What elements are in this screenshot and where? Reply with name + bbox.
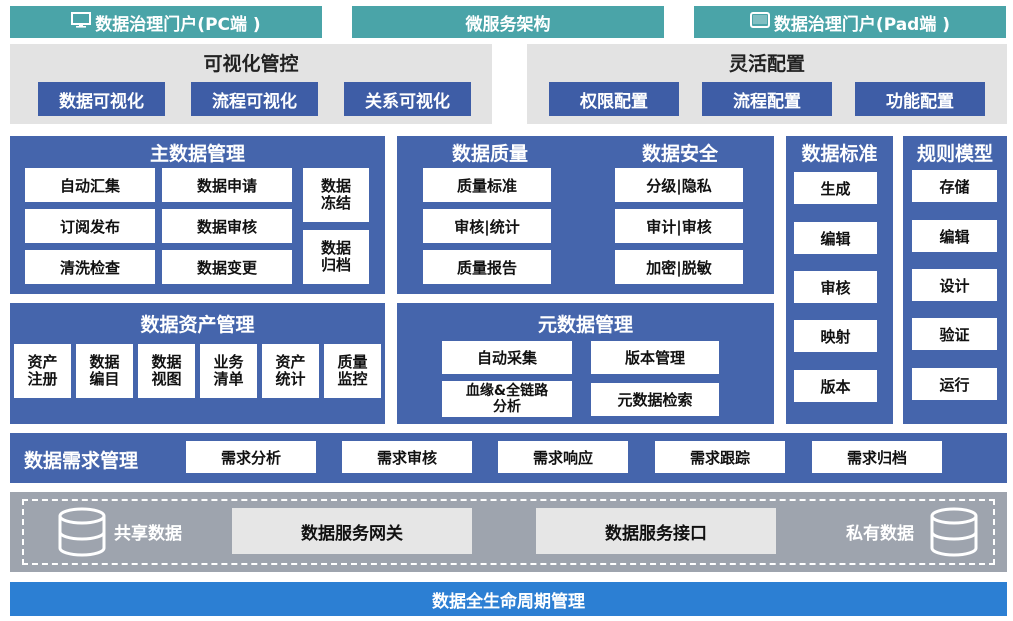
rule-model-panel: 规则模型 存储 编辑 设计 验证 运行 (903, 136, 1007, 424)
std-edit-box: 编辑 (794, 222, 877, 254)
demand-response-box: 需求响应 (498, 441, 628, 473)
pc-portal-label: 数据治理门户(PC端 ) (95, 14, 261, 35)
business-list-box: 业务 清单 (200, 344, 257, 398)
data-review-box: 数据审核 (162, 209, 292, 243)
data-freeze-box: 数据 冻结 (303, 168, 369, 222)
grading-privacy-box: 分级|隐私 (615, 168, 743, 202)
quality-security-panel: 数据质量 数据安全 质量标准 审核|统计 质量报告 分级|隐私 审计|审核 加密… (397, 136, 774, 294)
demand-mgmt-title: 数据需求管理 (24, 450, 139, 472)
std-review-box: 审核 (794, 271, 877, 303)
data-security-title: 数据安全 (641, 142, 718, 165)
visual-control-panel: 可视化管控 数据可视化 流程可视化 关系可视化 (10, 44, 492, 124)
rule-edit-box: 编辑 (912, 220, 997, 252)
data-quality-title: 数据质量 (451, 142, 528, 165)
shared-data-label: 共享数据 (114, 524, 182, 544)
master-data-title: 主数据管理 (149, 142, 245, 165)
service-layer-panel: 共享数据 数据服务网关 数据服务接口 私有数据 (10, 492, 1007, 572)
metadata-mgmt-title: 元数据管理 (537, 313, 633, 336)
demand-review-box: 需求审核 (342, 441, 472, 473)
asset-mgmt-title: 数据资产管理 (140, 313, 255, 336)
rule-run-box: 运行 (912, 368, 997, 400)
data-view-box: 数据 视图 (138, 344, 195, 398)
version-mgmt-box: 版本管理 (591, 341, 719, 374)
data-archive-box: 数据 归档 (303, 230, 369, 284)
std-version-box: 版本 (794, 370, 877, 402)
lineage-analysis-box: 血缘&全链路 分析 (442, 381, 572, 417)
rule-verify-box: 验证 (912, 318, 997, 350)
pad-portal-label: 数据治理门户(Pad端 ) (773, 14, 951, 35)
process-visualization-box: 流程可视化 (191, 82, 318, 116)
std-mapping-box: 映射 (794, 320, 877, 352)
microservice-header: 微服务架构 (352, 6, 664, 38)
rule-model-title: 规则模型 (916, 142, 993, 165)
data-service-gateway-box: 数据服务网关 (232, 508, 472, 554)
data-apply-box: 数据申请 (162, 168, 292, 202)
shared-database-icon (56, 506, 108, 562)
cleanse-check-box: 清洗检查 (25, 250, 155, 284)
metadata-search-box: 元数据检索 (591, 383, 719, 416)
metadata-mgmt-panel: 元数据管理 自动采集 版本管理 血缘&全链路 分析 元数据检索 (397, 303, 774, 424)
encrypt-mask-box: 加密|脱敏 (615, 250, 743, 284)
quality-report-box: 质量报告 (423, 250, 551, 284)
asset-stats-box: 资产 统计 (262, 344, 319, 398)
private-data-label: 私有数据 (846, 524, 914, 544)
relation-visualization-box: 关系可视化 (344, 82, 471, 116)
data-catalog-box: 数据 编目 (76, 344, 133, 398)
auto-harvest-box: 自动采集 (442, 341, 572, 374)
asset-register-box: 资产 注册 (14, 344, 71, 398)
auto-collect-box: 自动汇集 (25, 168, 155, 202)
private-database-icon (928, 506, 980, 562)
demand-tracking-box: 需求跟踪 (655, 441, 785, 473)
data-service-interface-box: 数据服务接口 (536, 508, 776, 554)
pc-portal-header: 数据治理门户(PC端 ) (10, 6, 322, 38)
asset-mgmt-panel: 数据资产管理 资产 注册 数据 编目 数据 视图 业务 清单 资产 统计 质量 … (10, 303, 385, 424)
std-generate-box: 生成 (794, 172, 877, 204)
quality-standard-box: 质量标准 (423, 168, 551, 202)
data-standard-title: 数据标准 (801, 142, 878, 165)
rule-store-box: 存储 (912, 170, 997, 202)
tablet-icon (749, 11, 770, 33)
demand-archive-box: 需求归档 (812, 441, 942, 473)
rule-design-box: 设计 (912, 269, 997, 301)
permission-config-box: 权限配置 (549, 82, 679, 116)
data-standard-panel: 数据标准 生成 编辑 审核 映射 版本 (786, 136, 893, 424)
monitor-icon (71, 11, 92, 33)
visual-control-title: 可视化管控 (203, 52, 299, 75)
function-config-box: 功能配置 (855, 82, 985, 116)
process-config-box: 流程配置 (702, 82, 832, 116)
flex-config-title: 灵活配置 (728, 52, 805, 75)
audit-review-box: 审计|审核 (615, 209, 743, 243)
quality-monitor-box: 质量 监控 (324, 344, 381, 398)
service-layer-dashed-border (22, 499, 995, 565)
review-stats-box: 审核|统计 (423, 209, 551, 243)
demand-mgmt-panel: 数据需求管理 需求分析 需求审核 需求响应 需求跟踪 需求归档 (10, 433, 1007, 483)
pad-portal-header: 数据治理门户(Pad端 ) (694, 6, 1006, 38)
data-change-box: 数据变更 (162, 250, 292, 284)
demand-analysis-box: 需求分析 (186, 441, 316, 473)
flex-config-panel: 灵活配置 权限配置 流程配置 功能配置 (527, 44, 1007, 124)
microservice-label: 微服务架构 (465, 14, 551, 35)
subscribe-publish-box: 订阅发布 (25, 209, 155, 243)
master-data-panel: 主数据管理 自动汇集 数据申请 订阅发布 数据审核 清洗检查 数据变更 数据 冻… (10, 136, 385, 294)
data-visualization-box: 数据可视化 (38, 82, 165, 116)
lifecycle-footer: 数据全生命周期管理 (10, 582, 1007, 616)
